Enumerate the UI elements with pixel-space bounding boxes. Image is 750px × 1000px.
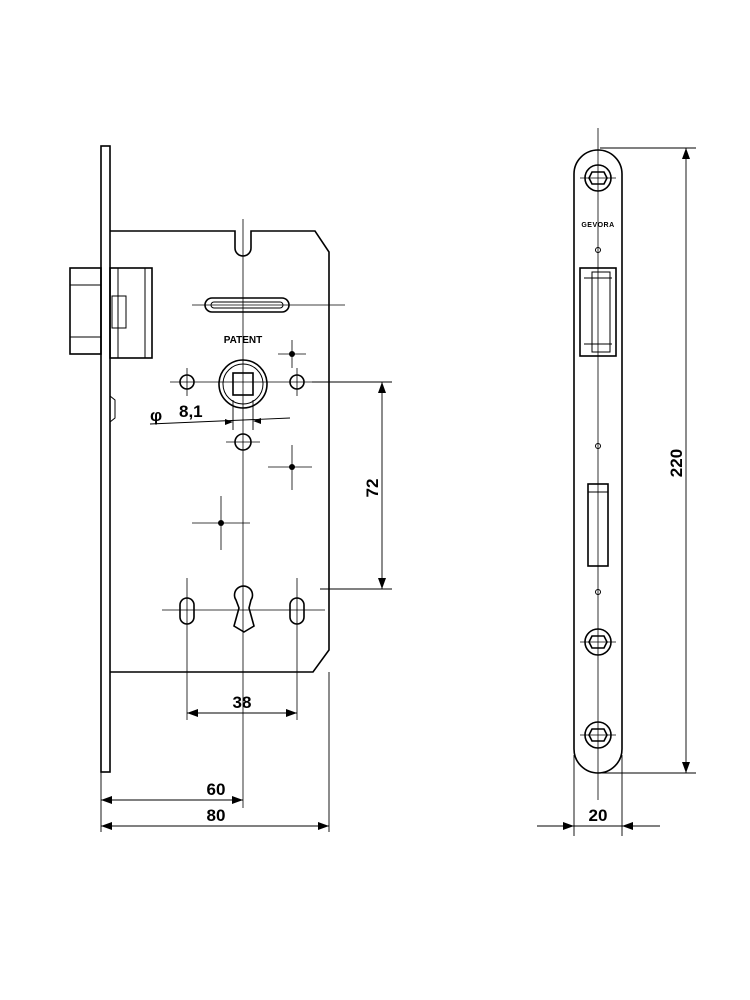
faceplate-screw-top	[580, 164, 616, 192]
faceplate-outline	[573, 149, 623, 774]
backset-label: 60	[207, 780, 226, 799]
spindle-diameter-dimension: φ 8,1	[149, 400, 291, 430]
fixing-point	[192, 496, 250, 550]
fixing-point	[278, 340, 306, 368]
lock-case-outline	[110, 230, 330, 673]
faceplate-width-label: 20	[589, 806, 608, 825]
forend-plate	[100, 145, 111, 773]
faceplate-height-dimension: 220	[600, 147, 696, 774]
center-distance-label: 72	[363, 479, 382, 498]
latch-bolt	[69, 267, 153, 359]
bolt-opening	[587, 483, 609, 567]
fixing-point	[268, 445, 312, 490]
fixing-holes-spacing-dimension: 38	[187, 693, 297, 717]
latch-opening	[579, 267, 617, 357]
lock-front-view: PATENT	[69, 145, 392, 832]
faceplate-brand: GEVORA	[581, 222, 614, 229]
forend-nub	[109, 395, 116, 423]
case-depth-label: 80	[207, 806, 226, 825]
diameter-symbol: φ	[150, 406, 162, 425]
spindle-diameter-label: 8,1	[179, 402, 203, 421]
fixing-holes-spacing-label: 38	[233, 693, 252, 712]
faceplate-screw-bottom	[580, 721, 616, 749]
backset-dimension: 60	[101, 780, 243, 804]
faceplate-side-view: GEVORA	[537, 128, 696, 836]
faceplate-height-label: 220	[667, 449, 686, 477]
faceplate-width-dimension: 20	[537, 755, 660, 836]
keyhole	[233, 585, 255, 633]
center-distance-dimension: 72	[312, 381, 392, 590]
faceplate-screw-middle	[580, 628, 616, 656]
case-depth-dimension: 80	[101, 806, 329, 830]
